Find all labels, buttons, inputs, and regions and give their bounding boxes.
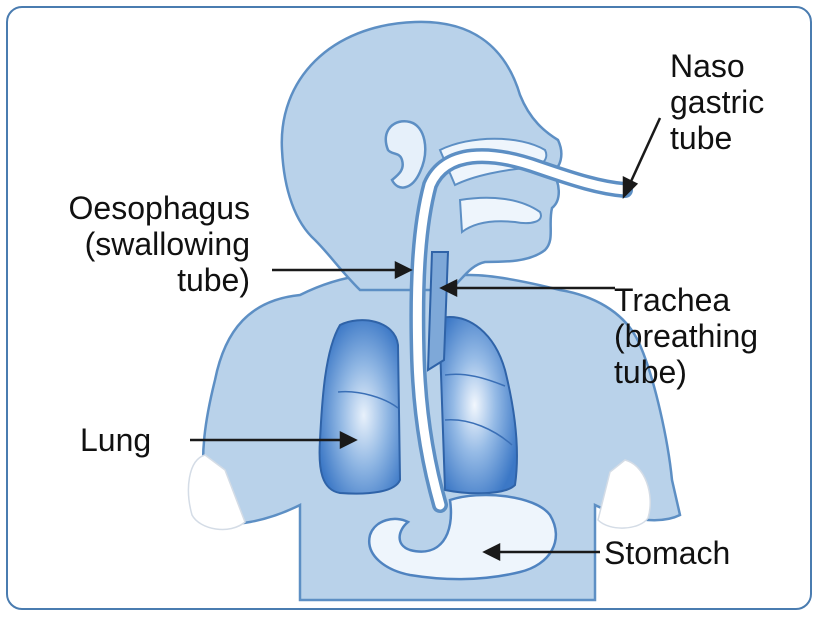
label-naso-line2: gastric: [670, 84, 764, 120]
arrow-naso: [628, 118, 660, 188]
trachea-tube: [428, 252, 448, 370]
label-oesophagus: Oesophagus (swallowing tube): [69, 190, 250, 298]
label-naso-gastric-tube: Naso gastric tube: [670, 48, 764, 156]
label-naso-line1: Naso: [670, 48, 764, 84]
label-oesophagus-line3: tube): [69, 262, 250, 298]
label-trachea: Trachea (breathing tube): [614, 282, 758, 390]
label-trachea-line3: tube): [614, 354, 758, 390]
label-oesophagus-line2: (swallowing: [69, 226, 250, 262]
label-trachea-line1: Trachea: [614, 282, 758, 318]
label-lung: Lung: [80, 422, 151, 458]
label-stomach: Stomach: [604, 535, 730, 571]
label-trachea-line2: (breathing: [614, 318, 758, 354]
label-oesophagus-line1: Oesophagus: [69, 190, 250, 226]
label-naso-line3: tube: [670, 120, 764, 156]
lung-left: [320, 320, 400, 493]
